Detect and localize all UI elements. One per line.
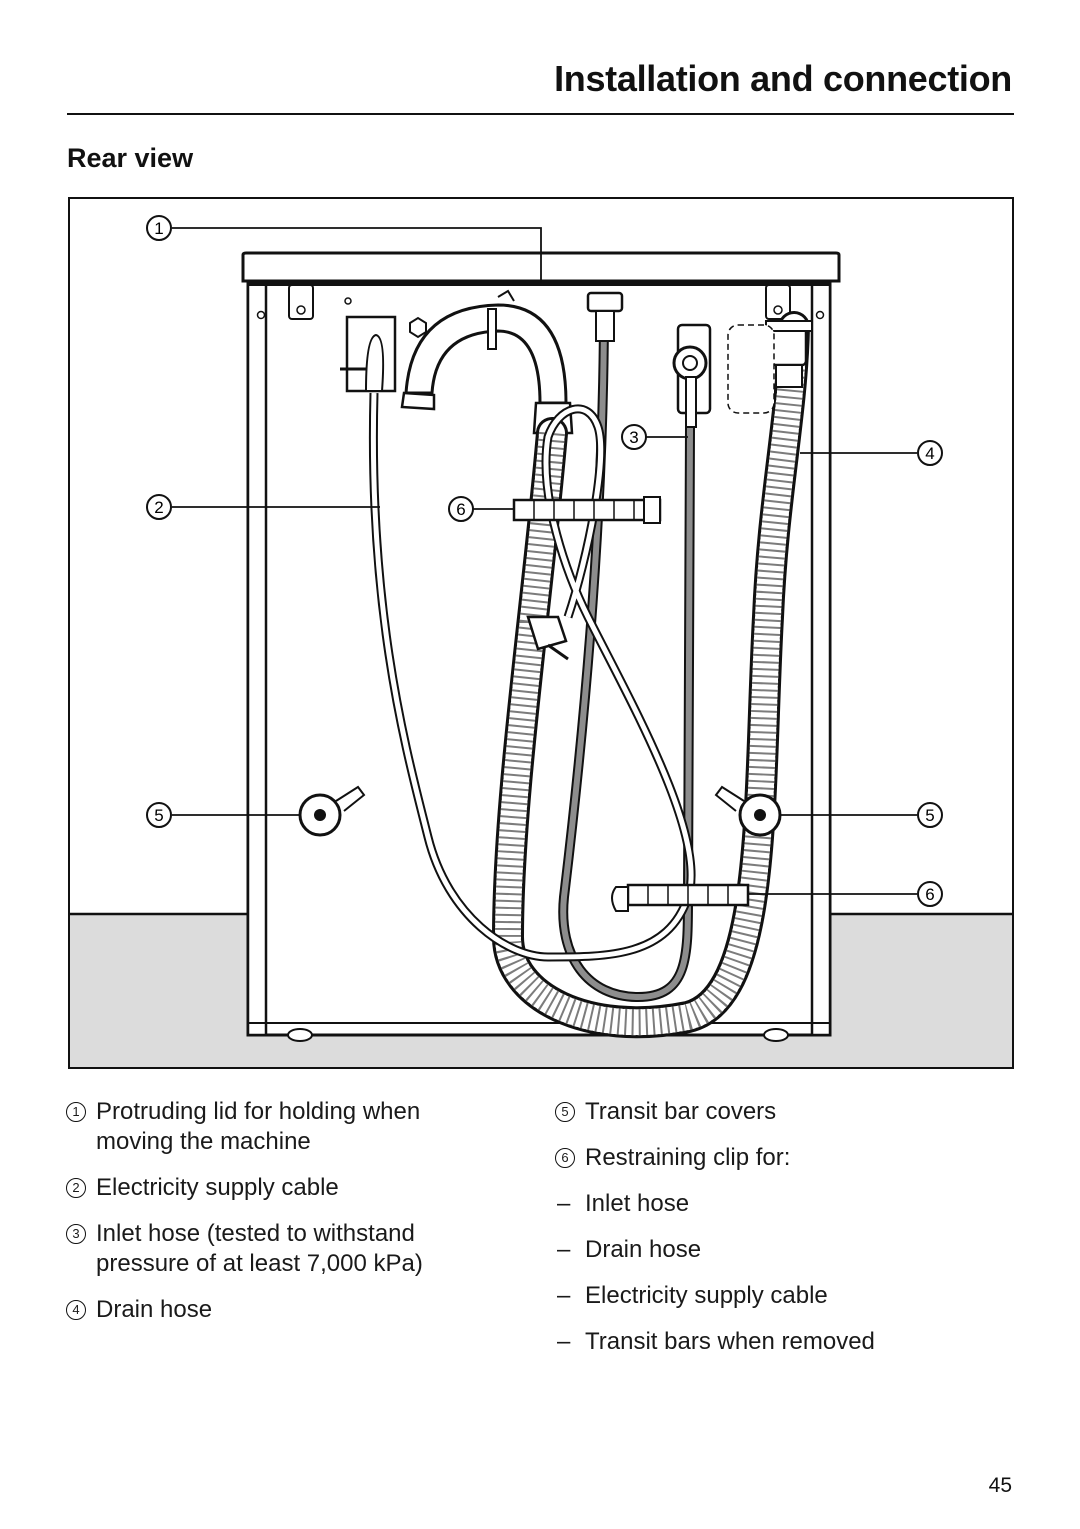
dash-marker: – [557,1190,571,1217]
dash-marker: – [557,1328,571,1355]
legend-item-3: 3 Inlet hose (tested to withstand pressu… [66,1219,486,1279]
callout-1: 1 [146,215,172,241]
callout-6-upper: 6 [448,496,474,522]
sublist-text: Inlet hose [585,1190,690,1217]
svg-text:1: 1 [154,219,163,238]
electricity-supply-cable [368,392,696,962]
page-number: 45 [988,1474,1012,1497]
section-title: Rear view [67,143,194,173]
legend-number-2: 2 [66,1178,86,1198]
svg-text:5: 5 [925,806,934,825]
legend-number-5: 5 [555,1102,575,1122]
legend-text-3: Inlet hose (tested to withstand pressure… [96,1220,423,1277]
legend-item-6: 6 Restraining clip for: [555,1143,975,1173]
legend-item-4: 4 Drain hose [66,1295,486,1325]
transit-bar-cover-left [298,785,366,837]
drain-hose [491,311,813,1039]
legend-item-5: 5 Transit bar covers [555,1097,975,1127]
svg-text:4: 4 [925,444,934,463]
rear-view-illustration: 1 2 3 4 5 5 6 6 [68,197,1014,1069]
legend-number-3: 3 [66,1224,86,1244]
page-header-title: Installation and connection [554,58,1012,99]
sublist-item-electricity-cable: – Electricity supply cable [555,1281,975,1311]
sublist-item-transit-bars: – Transit bars when removed [555,1327,975,1357]
svg-text:3: 3 [629,428,638,447]
legend-item-1: 1 Protruding lid for holding when moving… [66,1097,486,1157]
callout-6-lower: 6 [917,881,943,907]
dash-marker: – [557,1236,571,1263]
sublist-text: Electricity supply cable [585,1282,828,1309]
legend-number-1: 1 [66,1102,86,1122]
sublist-item-inlet-hose: – Inlet hose [555,1189,975,1219]
legend-text-4: Drain hose [96,1296,213,1323]
dash-marker: – [557,1282,571,1309]
sublist-item-drain-hose: – Drain hose [555,1235,975,1265]
legend-item-2: 2 Electricity supply cable [66,1173,486,1203]
svg-text:5: 5 [154,806,163,825]
sublist-text: Transit bars when removed [585,1328,875,1355]
legend-text-6: Restraining clip for: [585,1144,791,1171]
sublist-text: Drain hose [585,1236,702,1263]
legend-left-column: 1 Protruding lid for holding when moving… [66,1097,486,1341]
legend-text-2: Electricity supply cable [96,1174,339,1201]
svg-text:2: 2 [154,498,163,517]
legend-number-4: 4 [66,1300,86,1320]
legend-text-5: Transit bar covers [585,1098,777,1125]
callout-4: 4 [917,440,943,466]
callout-5-right: 5 [917,802,943,828]
svg-text:6: 6 [925,885,934,904]
header-rule [67,113,1014,115]
legend-text-1: Protruding lid for holding when moving t… [96,1098,421,1155]
restraining-clip-lower [611,883,750,912]
callout-5-left: 5 [146,802,172,828]
svg-text:6: 6 [456,500,465,519]
restraining-clip-upper [512,496,662,524]
callout-3: 3 [621,424,647,450]
legend-number-6: 6 [555,1148,575,1168]
legend-right-column: 5 Transit bar covers 6 Restraining clip … [555,1097,975,1373]
callout-2: 2 [146,494,172,520]
